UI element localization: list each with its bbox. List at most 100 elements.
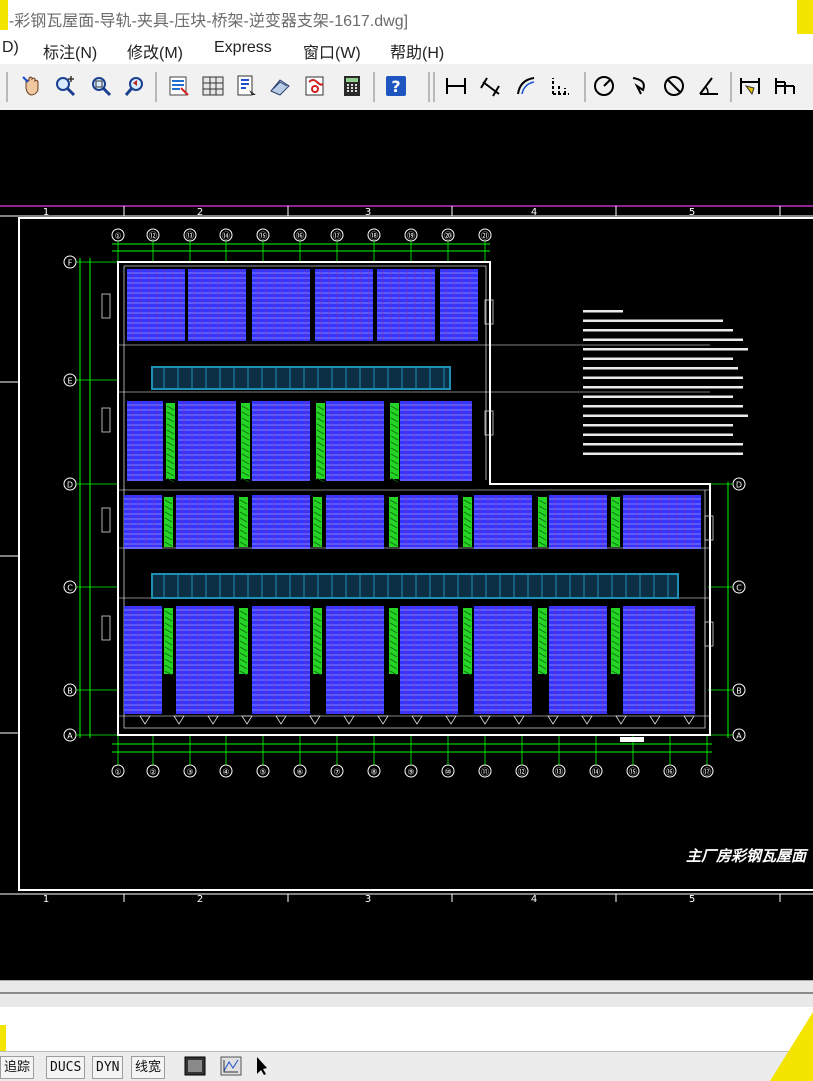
rail-strip-hatch [389, 658, 398, 664]
rail-strip-hatch [316, 435, 325, 441]
dim-aligned-icon[interactable] [479, 74, 503, 98]
dim-angular-icon[interactable] [697, 74, 721, 98]
panel-grid-lines [326, 401, 384, 481]
rail-strip-hatch [241, 417, 250, 423]
menu-express[interactable]: Express [214, 39, 272, 56]
rail-strip-hatch [463, 511, 472, 517]
rail-strip-hatch [463, 541, 472, 547]
rail-strip-hatch [389, 541, 398, 547]
cable-tray [151, 573, 679, 599]
rail-strip-hatch [241, 459, 250, 465]
rail-strip-hatch [239, 670, 248, 676]
solar-panel-array [252, 401, 310, 481]
grid-label-top: ⑭ [222, 232, 230, 241]
lineweight-toggle[interactable]: 线宽 [131, 1056, 166, 1079]
pointer-icon[interactable] [254, 1056, 268, 1076]
dim-jogged-icon[interactable] [627, 74, 651, 98]
horizontal-scrollbar[interactable] [0, 980, 813, 1008]
quickcalc-icon[interactable] [340, 74, 364, 98]
rail-strip-hatch [164, 523, 173, 529]
notes-line [583, 443, 743, 446]
command-line-area[interactable] [0, 1007, 813, 1051]
dim-arc-icon[interactable] [514, 74, 538, 98]
panel-grid-lines [400, 495, 458, 549]
dyn-toggle[interactable]: DYN [92, 1056, 124, 1079]
rail-strip-hatch [241, 435, 250, 441]
rail-strip-hatch [164, 616, 173, 622]
rail-strip [389, 497, 398, 547]
rail-strip-hatch [313, 664, 322, 670]
dim-diameter-icon[interactable] [662, 74, 686, 98]
bottom-ruler-label: 1 [43, 894, 49, 905]
markup-icon[interactable] [303, 74, 327, 98]
menu-draw[interactable]: D) [2, 39, 19, 56]
otrack-toggle[interactable]: 追踪 [0, 1056, 35, 1079]
toolbar-separator [428, 72, 430, 102]
grid-label-bottom: ③ [186, 768, 193, 777]
rail-strip-hatch [166, 447, 175, 453]
rail-strip-hatch [389, 670, 398, 676]
rail-strip-hatch [241, 465, 250, 471]
pan-realtime-icon[interactable] [20, 74, 44, 98]
rail-strip-hatch [239, 517, 248, 523]
panel-grid-lines [252, 269, 310, 341]
layout-icon[interactable] [220, 1056, 242, 1076]
menu-window[interactable]: 窗口(W) [303, 45, 361, 62]
rail-strip-hatch [164, 658, 173, 664]
sheet-set-icon[interactable] [268, 74, 292, 98]
menu-modify[interactable]: 修改(M) [127, 45, 183, 62]
rail-strip-hatch [164, 622, 173, 628]
support-marker [343, 715, 355, 725]
rail-strip-hatch [538, 541, 547, 547]
rail-strip-hatch [239, 610, 248, 616]
rail-strip-hatch [389, 664, 398, 670]
model-icon[interactable] [184, 1056, 206, 1076]
rail-strip-hatch [316, 477, 325, 483]
grid-label-right: D [736, 481, 742, 490]
rail-strip-hatch [313, 616, 322, 622]
ducs-toggle[interactable]: DUCS [46, 1056, 86, 1079]
support-marker [173, 715, 185, 725]
panel-grid-lines [474, 606, 532, 714]
equipment-marker [620, 737, 644, 742]
rail-strip-hatch [538, 517, 547, 523]
rail-strip-hatch [538, 634, 547, 640]
rail-strip-hatch [463, 640, 472, 646]
quick-dim-icon[interactable] [738, 74, 762, 98]
dim-linear-icon[interactable] [444, 74, 468, 98]
rail-strip-hatch [538, 535, 547, 541]
rail-strip-hatch [611, 670, 620, 676]
rail-strip [316, 403, 325, 479]
side-ladder [704, 515, 714, 541]
zoom-window-icon[interactable] [89, 74, 113, 98]
top-ruler-label: 1 [43, 207, 49, 218]
scrollbar-track-line [0, 992, 813, 994]
grid-label-top: ⑳ [444, 232, 452, 241]
notes-line [583, 424, 733, 427]
dim-ordinate-icon[interactable] [549, 74, 573, 98]
rail-strip-hatch [164, 511, 173, 517]
properties-icon[interactable] [167, 74, 191, 98]
solar-panel-array [440, 269, 478, 341]
rail-strip-hatch [313, 646, 322, 652]
rail-strip-hatch [313, 634, 322, 640]
design-center-icon[interactable] [201, 74, 225, 98]
tool-palettes-icon[interactable] [235, 74, 259, 98]
zoom-previous-icon[interactable] [124, 74, 148, 98]
help-icon[interactable]: ? [384, 74, 408, 98]
dim-radius-icon[interactable] [592, 74, 616, 98]
svg-text:?: ? [391, 77, 400, 96]
rail-strip-hatch [316, 447, 325, 453]
rail-strip-hatch [316, 429, 325, 435]
rail-strip-hatch [389, 652, 398, 658]
notes-line [583, 452, 743, 455]
grid-label-right: C [736, 584, 742, 593]
panel-grid-lines [326, 606, 384, 714]
menu-help[interactable]: 帮助(H) [390, 45, 445, 62]
menu-dimension[interactable]: 标注(N) [43, 45, 98, 62]
dim-baseline-icon[interactable] [773, 74, 797, 98]
zoom-realtime-icon[interactable] [53, 74, 77, 98]
toolbar-separator [730, 72, 732, 102]
rail-strip-hatch [241, 441, 250, 447]
